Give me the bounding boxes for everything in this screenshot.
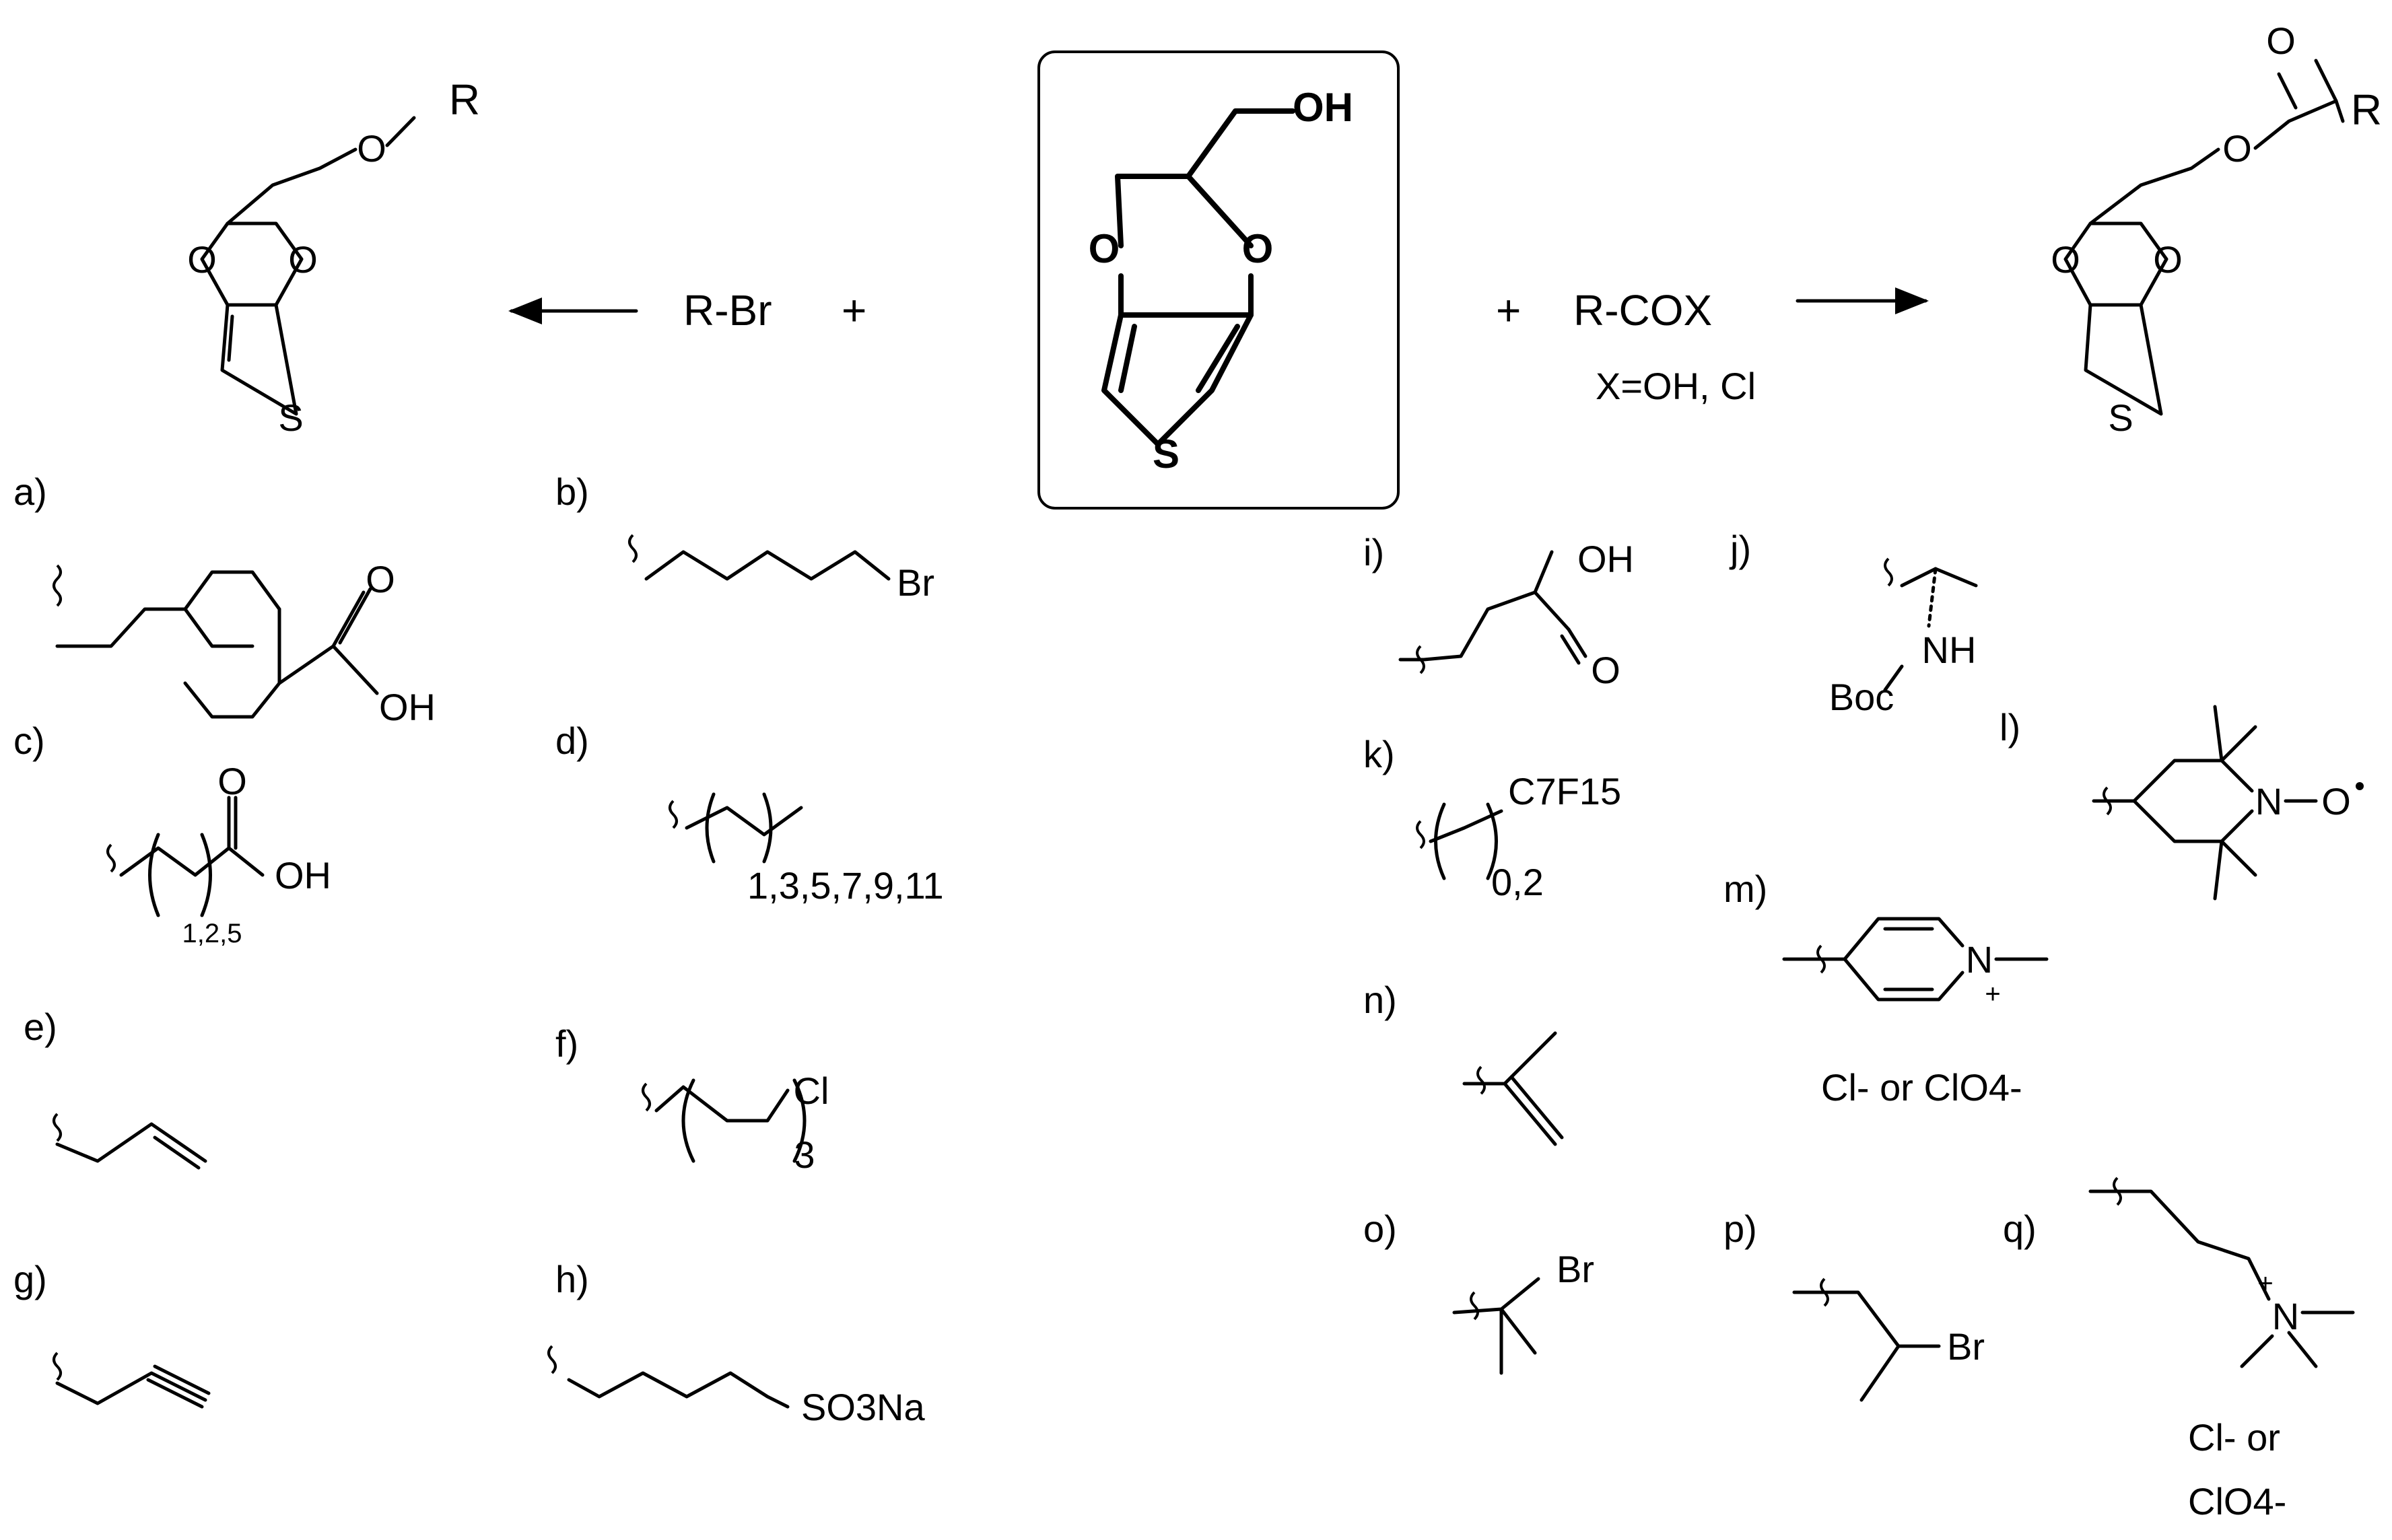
a-hydroxyl: OH	[379, 686, 436, 728]
label-j: j)	[1729, 528, 1751, 570]
core-hydroxyl: OH	[1293, 85, 1353, 130]
q-counterion-line2: ClO4-	[2188, 1480, 2286, 1523]
q-charge: +	[2257, 1269, 2273, 1298]
c-hydroxyl: OH	[275, 854, 331, 897]
ether-r-group: R	[449, 75, 480, 124]
ether-link-o: O	[357, 127, 386, 170]
ester-carbonyl-o: O	[2266, 20, 2296, 62]
ether-ring-o2: O	[288, 238, 318, 281]
j-boc: Boc	[1829, 676, 1894, 718]
b-bromine: Br	[897, 561, 934, 604]
i-carbonyl-o: O	[1591, 649, 1620, 691]
p-bromine: Br	[1947, 1325, 1985, 1368]
label-k: k)	[1363, 733, 1395, 775]
f-repeat-count: 3	[794, 1133, 815, 1176]
d-repeat-count: 1,3,5,7,9,11	[747, 864, 944, 907]
label-l: l)	[2000, 706, 2020, 748]
label-o: o)	[1363, 1208, 1397, 1250]
label-h: h)	[555, 1258, 589, 1300]
core-molecule-box	[1037, 50, 1400, 510]
ether-ring-s: S	[278, 396, 303, 439]
a-carbonyl-o: O	[366, 558, 395, 600]
reagent-r-br: R-Br	[683, 286, 772, 335]
m-nitrogen: N	[1966, 938, 1993, 981]
label-d: d)	[555, 720, 589, 762]
label-i: i)	[1363, 531, 1384, 573]
q-nitrogen: N	[2272, 1295, 2299, 1337]
label-a: a)	[13, 470, 47, 513]
label-q: q)	[2003, 1208, 2037, 1250]
ester-ring-s: S	[2108, 396, 2133, 439]
substituent-q: N + Cl- or ClO4-	[2088, 1177, 2355, 1523]
reagent-condition: X=OH, Cl	[1596, 365, 1756, 407]
ester-ring-o2: O	[2153, 238, 2183, 281]
ester-product-structure: O O S O O R	[2051, 20, 2382, 439]
substituent-j: NH Boc	[1829, 557, 1978, 718]
substituent-g	[53, 1352, 211, 1409]
core-ring-o1: O	[1089, 226, 1120, 271]
substituent-b: Br	[628, 534, 934, 604]
plus-left: +	[842, 286, 866, 335]
substituent-k: C7F15 0,2	[1416, 770, 1621, 903]
substituent-p: Br	[1792, 1278, 1985, 1402]
reagent-r-cox: R-COX	[1573, 286, 1712, 335]
label-c: c)	[13, 720, 45, 762]
label-p: p)	[1723, 1208, 1757, 1250]
ether-ring-o1: O	[187, 238, 217, 281]
l-nitrogen: N	[2255, 780, 2282, 823]
c-carbonyl-o: O	[217, 760, 247, 802]
ether-product-structure: O O S O R	[187, 75, 480, 439]
substituent-d: 1,3,5,7,9,11	[669, 792, 944, 907]
h-sulfonate: SO3Na	[801, 1386, 925, 1428]
substituent-c: O OH 1,2,5	[106, 760, 331, 948]
core-ring-o2: O	[1242, 226, 1274, 271]
label-f: f)	[555, 1022, 578, 1065]
m-counterion: Cl- or ClO4-	[1821, 1066, 2022, 1109]
i-hydroxyl: OH	[1577, 538, 1634, 580]
ester-link-o: O	[2222, 127, 2252, 170]
k-repeat-count: 0,2	[1491, 861, 1544, 903]
core-molecule-structure: O O S OH	[1089, 85, 1353, 477]
j-amine: NH	[1922, 629, 1977, 671]
label-m: m)	[1723, 868, 1767, 910]
k-perfluoro-chain: C7F15	[1508, 770, 1621, 812]
m-charge: +	[1985, 979, 2000, 1009]
label-e: e)	[24, 1006, 57, 1048]
ester-r-group: R	[2351, 85, 2382, 134]
ester-ring-o1: O	[2051, 238, 2080, 281]
substituent-o: Br	[1452, 1248, 1594, 1375]
label-b: b)	[555, 470, 589, 513]
q-counterion-line1: Cl- or	[2188, 1416, 2280, 1459]
l-oxygen: O	[2321, 780, 2351, 823]
substituent-e	[53, 1113, 207, 1170]
f-chlorine: Cl	[794, 1070, 829, 1112]
substituent-l: N O	[2092, 705, 2364, 901]
plus-right: +	[1496, 286, 1521, 335]
substituent-i: OH O	[1398, 538, 1634, 691]
l-radical-dot	[2356, 782, 2364, 790]
substituent-h: SO3Na	[547, 1345, 925, 1428]
substituent-f: Cl 3	[642, 1070, 829, 1176]
substituent-n	[1462, 1031, 1564, 1146]
o-bromine: Br	[1557, 1248, 1594, 1290]
substituent-m: N + Cl- or ClO4-	[1782, 917, 2049, 1109]
c-repeat-count: 1,2,5	[182, 919, 242, 948]
substituent-a: O OH	[53, 558, 436, 728]
label-n: n)	[1363, 979, 1397, 1021]
core-ring-s: S	[1153, 431, 1180, 477]
label-g: g)	[13, 1258, 47, 1300]
